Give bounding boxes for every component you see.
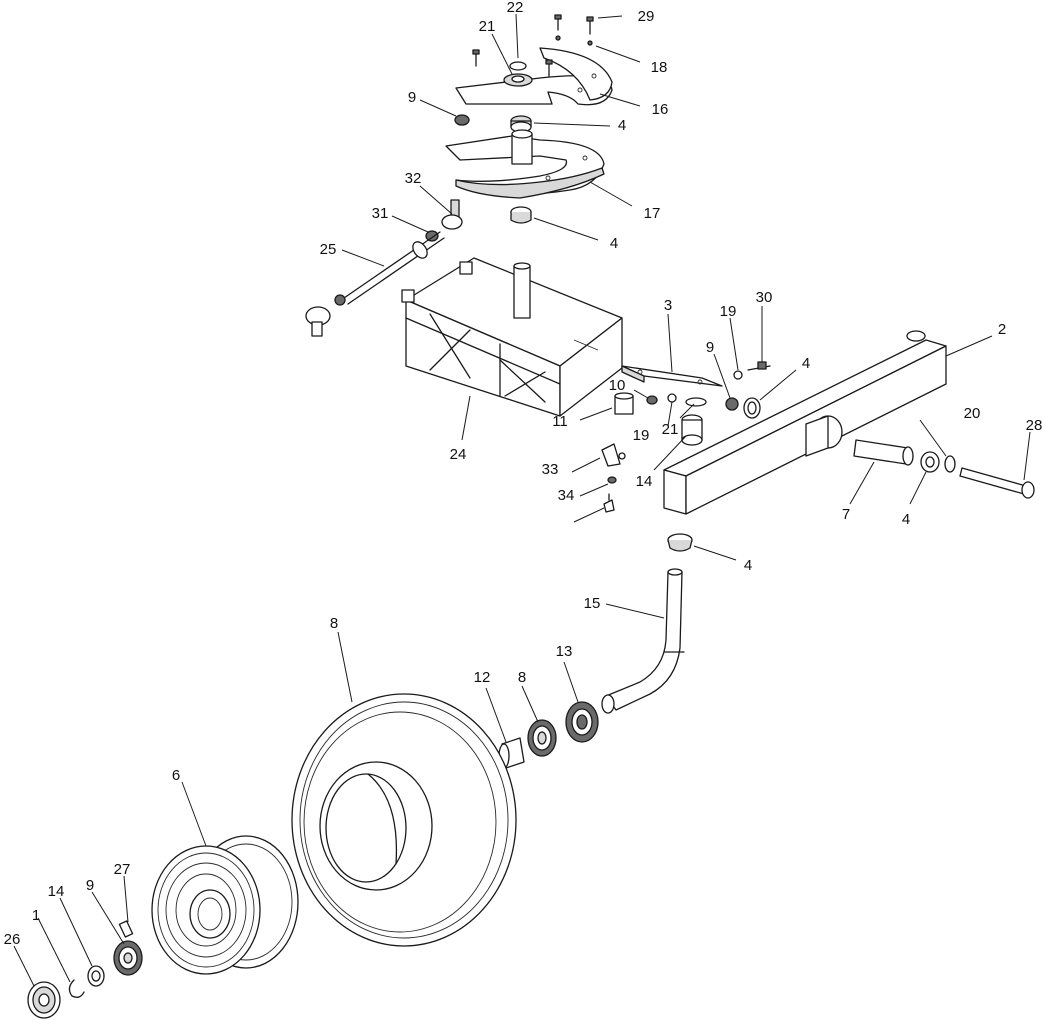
- callout-8-right: 8: [518, 669, 526, 686]
- part-28-bolts: [472, 14, 594, 77]
- part-3-arm: [621, 365, 723, 387]
- callout-11: 11: [552, 413, 568, 430]
- callout-6: 6: [172, 767, 180, 784]
- callout-18: 18: [651, 59, 668, 76]
- callout-21-middle: 21: [662, 421, 679, 438]
- callout-19-middle: 19: [633, 427, 650, 444]
- part-9-nut-middle: [725, 397, 739, 411]
- callout-19-top: 19: [720, 303, 737, 320]
- callout-22: 22: [507, 0, 524, 16]
- part-24-hub-cap: [27, 981, 61, 1019]
- part-31-ball-joint: [441, 199, 463, 230]
- callout-8-left: 9: [86, 877, 94, 894]
- part-8-bearing-right: [527, 719, 557, 757]
- part-19-washer: [667, 370, 743, 403]
- callout-4-middle: 4: [610, 235, 618, 252]
- callout-21: 21: [479, 18, 496, 35]
- callout-9-top: 9: [408, 89, 416, 106]
- part-13-bushing-left: [87, 965, 105, 987]
- part-20-washer: [944, 455, 956, 473]
- callout-1: 1: [32, 907, 40, 924]
- callout-29: 30: [756, 289, 773, 306]
- part-4-bushing-arm: [743, 397, 761, 419]
- callout-15: 15: [584, 595, 601, 612]
- callout-26: 27: [114, 861, 131, 878]
- part-30-nut: [425, 230, 439, 242]
- part-4-bushing-upper: [510, 115, 532, 133]
- part-8-bearing-left: [113, 940, 143, 976]
- callout-20: 20: [964, 405, 981, 422]
- callout-28: 29: [638, 8, 655, 25]
- part-14-seal: [565, 701, 599, 743]
- part-26-valve: [118, 920, 134, 938]
- callout-2: 2: [998, 321, 1006, 338]
- part-2-axle-beam: [663, 330, 947, 515]
- callout-24: 26: [4, 931, 21, 948]
- part-33-pin: [607, 476, 617, 484]
- part-32-bracket: [601, 443, 626, 467]
- part-1-snap-ring: [68, 979, 85, 998]
- part-21-washer: [685, 397, 707, 407]
- callout-9-middle: 9: [706, 339, 714, 356]
- part-9-nut: [454, 114, 470, 126]
- callout-31: 32: [405, 170, 422, 187]
- part-17-lower-plate: [445, 129, 605, 199]
- part-6-rim: [151, 835, 299, 975]
- callout-labels: 29 22 21 18 16 9 4 17 4 32 31 25 3 19 30…: [4, 0, 1043, 987]
- callout-4-lower: 4: [744, 557, 752, 574]
- callout-12: 12: [474, 669, 491, 686]
- callout-10: 10: [609, 377, 626, 394]
- part-27-bolt: [959, 467, 1035, 499]
- part-23-frame: [401, 257, 623, 417]
- callout-13-left: 14: [48, 883, 65, 900]
- part-4-bushing-right: [920, 451, 940, 473]
- part-13-bushing: [681, 414, 703, 446]
- callout-30: 31: [372, 205, 389, 222]
- callout-4-arm: 4: [802, 355, 810, 372]
- callout-4-top: 4: [618, 117, 626, 134]
- part-22-cap: [503, 61, 533, 87]
- callout-5: 7: [842, 506, 850, 523]
- callout-13-middle: 14: [636, 473, 653, 490]
- callout-3: 3: [664, 297, 672, 314]
- callout-33: 34: [558, 487, 575, 504]
- callout-23: 24: [450, 446, 467, 463]
- part-25-tie-rod: [305, 231, 445, 337]
- part-4-bushing-middle: [510, 206, 532, 224]
- part-11-block: [614, 392, 634, 415]
- part-7-tire: [291, 693, 517, 947]
- part-5-spacer: [853, 439, 914, 466]
- part-34-fitting: [603, 493, 615, 513]
- part-16-upper-plate: [455, 47, 613, 106]
- callout-17: 17: [644, 205, 661, 222]
- callout-16: 16: [652, 101, 669, 118]
- callout-32: 33: [542, 461, 559, 478]
- callout-4-right: 4: [902, 511, 910, 528]
- part-10-nut: [646, 395, 658, 405]
- part-15-spindle: [601, 568, 685, 714]
- callout-25: 25: [320, 241, 337, 258]
- part-29-bolt: [747, 361, 771, 371]
- callout-7: 8: [330, 615, 338, 632]
- callout-14: 13: [556, 643, 573, 660]
- part-4-bushing-lower: [667, 533, 693, 552]
- callout-27: 28: [1026, 417, 1043, 434]
